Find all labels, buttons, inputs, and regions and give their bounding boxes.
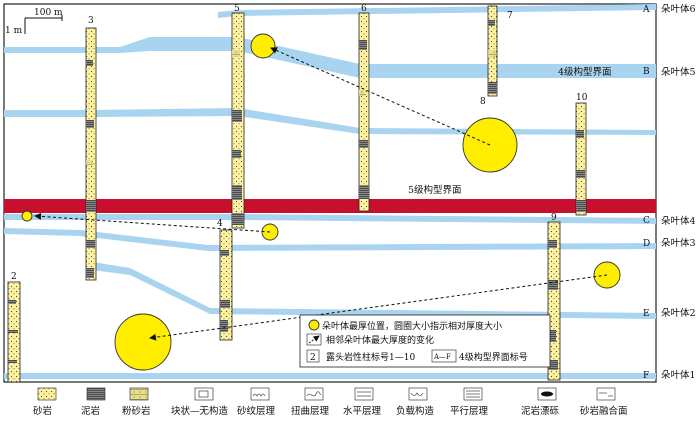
surface-f-band [4,373,656,379]
legend-circle-text: 朵叶体最厚位置，圆圈大小指示相对厚度大小 [322,320,502,332]
scale-bar: 100 m 1 m [5,8,63,36]
lithology-label: 负载构造 [396,405,435,417]
column-number: 10 [576,93,588,103]
column-number: 3 [88,16,94,26]
column-5 [231,12,245,229]
legend-box: 朵叶体最厚位置，圆圈大小指示相对厚度大小 相邻朵叶体最大厚度的变化 2 露头岩性… [299,314,551,368]
lithology-legend: 砂岩 泥岩 粉砂岩 块状—无构造 砂纹层理 扭曲层理 水平层理 负载构造 平行层… [33,387,628,417]
surface-d-band [4,228,656,251]
level4-label: 4级构型界面 [558,66,612,78]
surface-letter: E [643,309,650,319]
lithology-label: 粉砂岩 [122,405,151,417]
lobe6-circle [250,33,276,59]
lobe-label: 朵叶体6 [661,3,696,15]
lobe-label: 朵叶体1 [661,369,696,381]
scale-horizontal: 100 m [34,8,63,18]
ripple-swatch [250,387,270,401]
sandstone-swatch [37,387,57,401]
lobe-label: 朵叶体4 [661,215,696,227]
surface-letters: A B C D E F [642,5,650,381]
level5-boundary-band [4,199,656,213]
lithology-label: 平行层理 [450,405,489,417]
column-numbers: 2 3 4 5 6 7 8 9 10 [11,4,588,282]
siltstone-swatch [129,387,149,401]
lobe-label: 朵叶体2 [661,307,696,319]
lithology-label: 扭曲层理 [291,405,330,417]
column-7-8 [487,5,498,97]
lobe4-circle [21,210,33,222]
surface-letter: F [643,371,649,381]
lobe1-circle [114,313,172,371]
column-9 [547,221,561,381]
column-2 [7,281,21,383]
horizontal-swatch [354,387,374,401]
surface-letter: D [643,239,650,249]
column-10 [575,102,587,216]
lithology-label: 水平层理 [343,405,382,417]
lithology-label: 块状—无构造 [171,405,229,417]
column-number: 2 [11,272,17,282]
column-6 [358,12,370,212]
column-4 [219,229,233,341]
lithology-label: 砂岩 [33,405,52,417]
legend-arrow-text: 相邻朵叶体最大厚度的变化 [326,334,434,346]
lobe-label: 朵叶体5 [661,66,696,78]
lithology-label: 泥岩漂砾 [521,405,560,417]
convolute-swatch [304,387,324,401]
column-number: 8 [480,97,486,107]
legend-circle-icon [308,319,320,331]
mudstone-swatch [86,387,106,401]
level5-label: 5级构型界面 [408,184,462,196]
arrow-lobe5-lobe6 [270,47,491,146]
lithology-label: 砂岩融合面 [580,405,628,417]
column-number: 9 [551,213,557,223]
column-number: 4 [217,219,223,229]
diagram-frame [3,3,657,383]
column-number: 6 [361,4,367,14]
lithology-label: 砂纹层理 [237,405,276,417]
surface-letter: B [643,67,650,77]
legend-number-text: 露头岩性柱标号1—10 [326,351,415,363]
lobe-label: 朵叶体3 [661,237,696,249]
amalgamation-swatch [596,387,616,401]
columns [7,5,587,383]
lithology-label: 泥岩 [81,405,100,417]
surface-e-band [92,262,656,319]
legend-number-symbol: 2 [310,353,316,363]
column-number: 5 [234,4,240,14]
surface-b-lower-band [4,108,656,135]
legend-af-symbol: A—F [433,353,451,361]
scale-vertical: 1 m [5,26,23,36]
column-number: 7 [507,11,513,21]
surface-letter: C [643,216,650,226]
surface-a-band [218,4,656,18]
column-3 [85,27,97,281]
thickness-arrows [34,47,608,341]
surface-letter: A [642,5,650,15]
surface-c-band [4,214,656,224]
arrow-lobe3-lobe4 [34,212,271,233]
lobe-labels: 朵叶体6 朵叶体5 朵叶体4 朵叶体3 朵叶体2 朵叶体1 [661,3,696,381]
legend-af-text: 4级构型界面标号 [459,351,528,363]
